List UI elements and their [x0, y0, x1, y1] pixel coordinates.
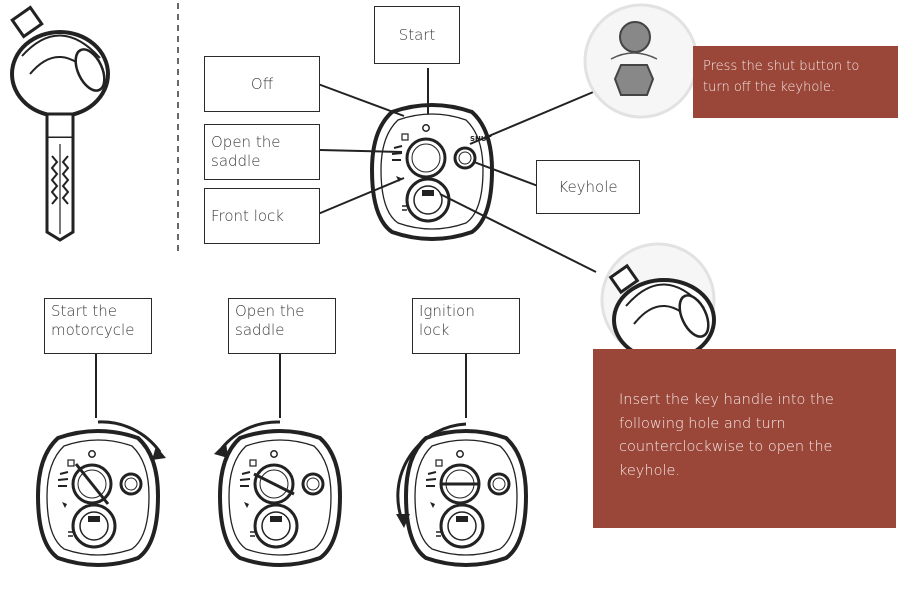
label-keyhole: Keyhole	[536, 160, 640, 214]
lock-ignition	[404, 429, 528, 567]
label-open-saddle-step: Open the saddle	[228, 298, 336, 354]
lock-main: SHUT	[370, 103, 494, 241]
label-start: Start	[374, 6, 460, 64]
shut-button-zoom	[583, 3, 699, 119]
label-ignition-lock: Ignition lock	[412, 298, 520, 354]
label-start-motorcycle: Start the motorcycle	[44, 298, 152, 354]
label-off: Off	[204, 56, 320, 112]
label-open-saddle: Open the saddle	[204, 124, 320, 180]
note-shut-button: Press the shut button to turn off the ke…	[693, 46, 898, 118]
note-key-handle: Insert the key handle into the following…	[593, 349, 896, 528]
lock-saddle	[218, 429, 342, 567]
key-illustration	[10, 5, 110, 242]
lock-start	[36, 429, 160, 567]
key-handle-zoom	[600, 242, 716, 362]
label-front-lock: Front lock	[204, 188, 320, 244]
